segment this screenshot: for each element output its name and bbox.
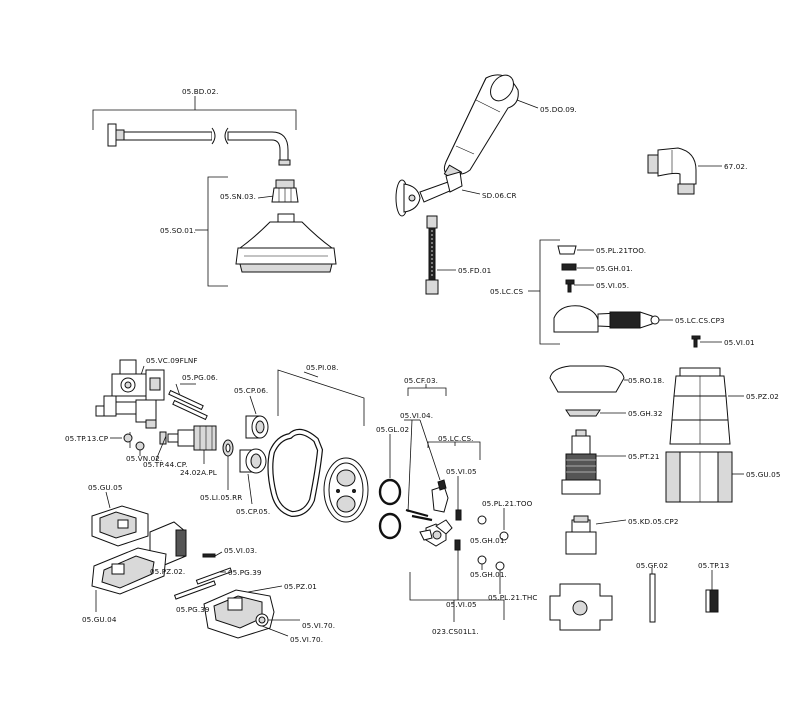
label-so01: 05.SO.01.: [160, 226, 196, 235]
o-rings: [378, 434, 402, 540]
wall-elbow: [647, 147, 722, 195]
label-ro18: 05.RO.18.: [628, 376, 664, 385]
label-vn02: 05.VN.02.: [126, 454, 162, 463]
shower-arm: [92, 96, 297, 166]
label-gl02: 05.GL.02: [376, 425, 409, 434]
label-pg39-b: 05.PG.39: [176, 605, 210, 614]
label-vi04: 05.VI.04.: [400, 411, 433, 420]
label-6702: 67.02.: [724, 162, 747, 171]
label-pi08: 05.PI.08.: [306, 363, 339, 372]
label-gh01-mid1: 05.GH.01.: [470, 536, 507, 545]
label-pl21too-mid: 05.PL.21.TOO: [482, 499, 533, 508]
label-gu05-left: 05.GU.05: [88, 483, 123, 492]
label-pz02-right: 05.PZ.02: [746, 392, 779, 401]
label-cp05: 05.CP.05.: [236, 507, 270, 516]
right-column-parts: [549, 365, 744, 631]
label-lccs: 05.LC.CS: [490, 287, 523, 296]
label-tp13: 05.TP.13: [698, 561, 729, 570]
label-kd05: 05.KD.05.CP2: [628, 517, 679, 526]
label-pz02-left: 05.PZ.02.: [150, 567, 185, 576]
escutcheon-plate: [267, 369, 369, 523]
label-vc09: 05.VC.09FLNF: [146, 356, 198, 365]
label-sn03: 05.SN.03.: [220, 192, 256, 201]
label-bd02: 05.BD.02.: [182, 87, 219, 96]
lever-handle-group: [528, 239, 722, 348]
label-lccscp3: 05.LC.CS.CP3: [675, 316, 725, 325]
valve-body: [95, 359, 217, 464]
label-vi70-a: 05.VI.70.: [302, 621, 335, 630]
label-vi03: 05.VI.03.: [224, 546, 257, 555]
label-vi05-mid: 05.VI.05: [446, 467, 477, 476]
label-pl21too-top: 05.PL.21TOO.: [596, 246, 646, 255]
label-gf02: 05.GF.02: [636, 561, 668, 570]
label-pt21: 05.PT.21: [628, 452, 660, 461]
label-tp13cp: 05.TP.13.CP: [65, 434, 109, 443]
label-pg06: 05.PG.06.: [182, 373, 218, 382]
label-gh01-top: 05.GH.01.: [596, 264, 633, 273]
label-li05: 05.LI.05.RR: [200, 493, 242, 502]
label-pz01: 05.PZ.01: [284, 582, 317, 591]
hand-shower: [443, 74, 539, 182]
label-cf03: 05.CF.03.: [404, 376, 438, 385]
lower-left-parts: [91, 491, 300, 639]
label-gu05-right: 05.GU.05: [746, 470, 781, 479]
label-vi05-low: 05.VI.05: [446, 600, 477, 609]
label-gh01-mid2: 05.GH.01.: [470, 570, 507, 579]
label-vi05-top: 05.VI.05.: [596, 281, 629, 290]
cross-handle-group: [404, 384, 509, 622]
label-pg39-a: 05.PG.39: [228, 568, 262, 577]
cap-rings: [222, 395, 269, 505]
label-cp06: 05.CP.06.: [234, 386, 268, 395]
label-gh32: 05.GH.32: [628, 409, 663, 418]
label-fd01: 05.FD.01: [458, 266, 491, 275]
label-gu04: 05.GU.04: [82, 615, 117, 624]
label-cs01: 023.CS01L1.: [432, 627, 479, 636]
wall-bracket: [395, 171, 481, 217]
flexible-hose: [425, 215, 456, 295]
shower-head: [195, 176, 337, 287]
label-sd06: SD.06.CR: [482, 191, 517, 200]
label-2402: 24.02A.PL: [180, 468, 217, 477]
label-vi01: 05.VI.01: [724, 338, 755, 347]
label-vi70-b: 05.VI.70.: [290, 635, 323, 644]
label-lccs-mid: 05.LC.CS.: [438, 434, 474, 443]
label-tp44: 05.TP.44.CP.: [143, 460, 187, 469]
label-pl21thc: 05.PL.21.THC: [488, 593, 538, 602]
label-do09: 05.DO.09.: [540, 105, 577, 114]
